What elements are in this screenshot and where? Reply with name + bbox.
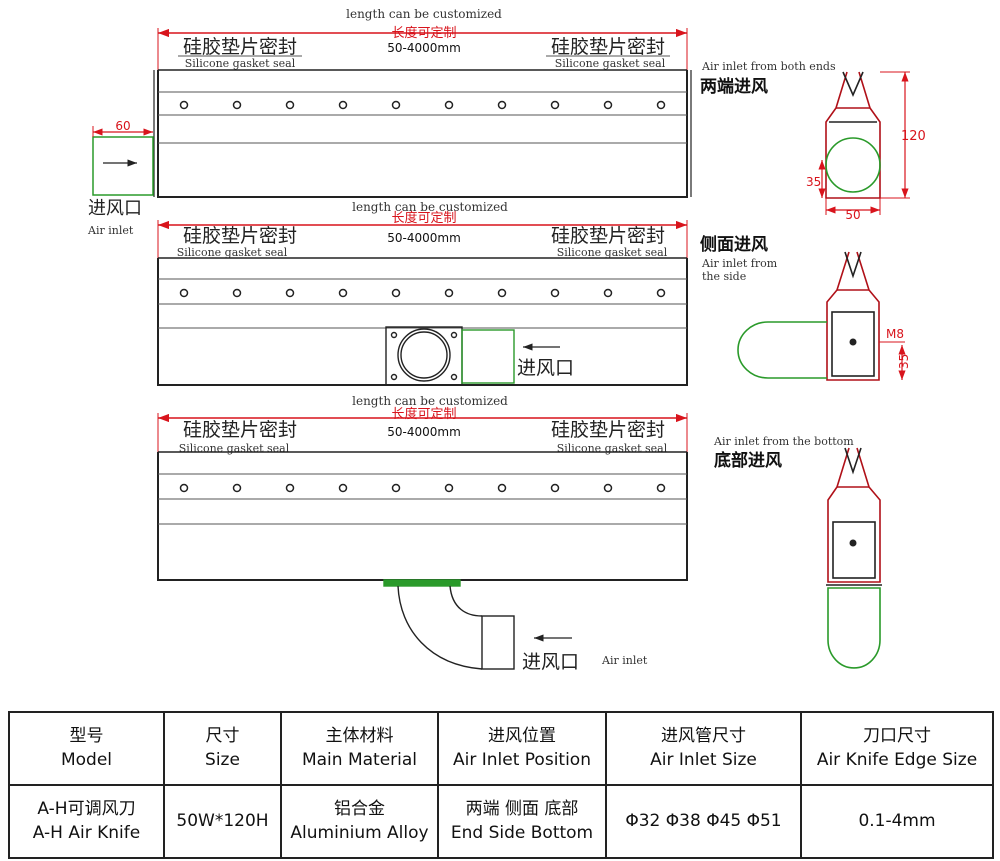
seal-cn-label-right: 硅胶垫片密封 <box>551 225 665 247</box>
pipe-height-dim: 35 <box>897 354 911 369</box>
inlet-width-dim: 60 <box>115 119 130 133</box>
width-dim: 50 <box>845 208 860 222</box>
position-cn-label: 底部进风 <box>714 450 782 471</box>
length-range-label: 50-4000mm <box>387 231 461 245</box>
length-cn-label: 长度可定制 <box>391 25 456 41</box>
knife-body-outline <box>157 258 688 386</box>
cross-section-end <box>825 71 881 199</box>
cross-section-side <box>737 251 880 381</box>
seal-en-label-left: Silicone gasket seal <box>185 57 296 70</box>
screw-row <box>179 100 666 110</box>
seal-cn-label-right: 硅胶垫片密封 <box>551 36 665 58</box>
pipe-height-dim: 35 <box>806 175 821 189</box>
bottom-inlet-elbow <box>383 579 515 670</box>
length-range-label: 50-4000mm <box>387 41 461 55</box>
length-note: length can be customized <box>346 7 502 21</box>
section-both-ends: length can be customized 长度可定制 50-4000mm… <box>87 7 926 237</box>
bolt-size-dim: M8 <box>886 327 904 341</box>
length-note: length can be customized <box>352 200 508 214</box>
end-inlet-pipe <box>92 136 154 196</box>
side-inlet-flange <box>385 326 515 386</box>
seal-en-label-right: Silicone gasket seal <box>555 57 666 70</box>
seal-en-label-left: Silicone gasket seal <box>179 442 290 455</box>
value-size: 50W*120H <box>163 784 282 859</box>
screw-row <box>179 288 666 298</box>
inlet-en-label: Air inlet <box>601 654 648 667</box>
position-en-label-2: the side <box>702 270 746 283</box>
inlet-cn-label: 进风口 <box>88 198 142 219</box>
knife-body-outline <box>157 452 688 581</box>
seal-en-label-right: Silicone gasket seal <box>557 442 668 455</box>
section-side: length can be customized 长度可定制 50-4000mm… <box>157 200 911 386</box>
cross-section-bottom <box>826 447 882 669</box>
value-edge-size: 0.1-4mm <box>800 784 994 859</box>
inlet-cn-label: 进风口 <box>517 357 574 379</box>
length-range-label: 50-4000mm <box>387 425 461 439</box>
position-en-label-1: Air inlet from <box>701 257 778 270</box>
screw-row <box>179 483 666 493</box>
inlet-cn-label: 进风口 <box>522 651 579 673</box>
seal-cn-label-right: 硅胶垫片密封 <box>551 419 665 441</box>
seal-en-label-left: Silicone gasket seal <box>177 246 288 259</box>
length-cn-label: 长度可定制 <box>391 210 456 226</box>
height-dim: 120 <box>901 129 926 144</box>
seal-cn-label-left: 硅胶垫片密封 <box>183 36 297 58</box>
length-cn-label: 长度可定制 <box>391 406 456 422</box>
position-en-label: Air inlet from the bottom <box>713 435 854 448</box>
length-note: length can be customized <box>352 394 508 408</box>
air-knife-drawing: length can be customized 长度可定制 50-4000mm… <box>87 7 926 673</box>
value-inlet-size: Φ32 Φ38 Φ45 Φ51 <box>605 784 802 859</box>
inlet-en-label: Air inlet <box>87 224 134 237</box>
position-en-label: Air inlet from both ends <box>701 60 836 73</box>
position-cn-label: 侧面进风 <box>700 234 768 255</box>
position-cn-label: 两端进风 <box>700 76 768 97</box>
seal-cn-label-left: 硅胶垫片密封 <box>183 419 297 441</box>
section-bottom: length can be customized 长度可定制 50-4000mm… <box>157 394 882 673</box>
knife-body-outline <box>157 70 688 198</box>
seal-en-label-right: Silicone gasket seal <box>557 246 668 259</box>
seal-cn-label-left: 硅胶垫片密封 <box>183 225 297 247</box>
